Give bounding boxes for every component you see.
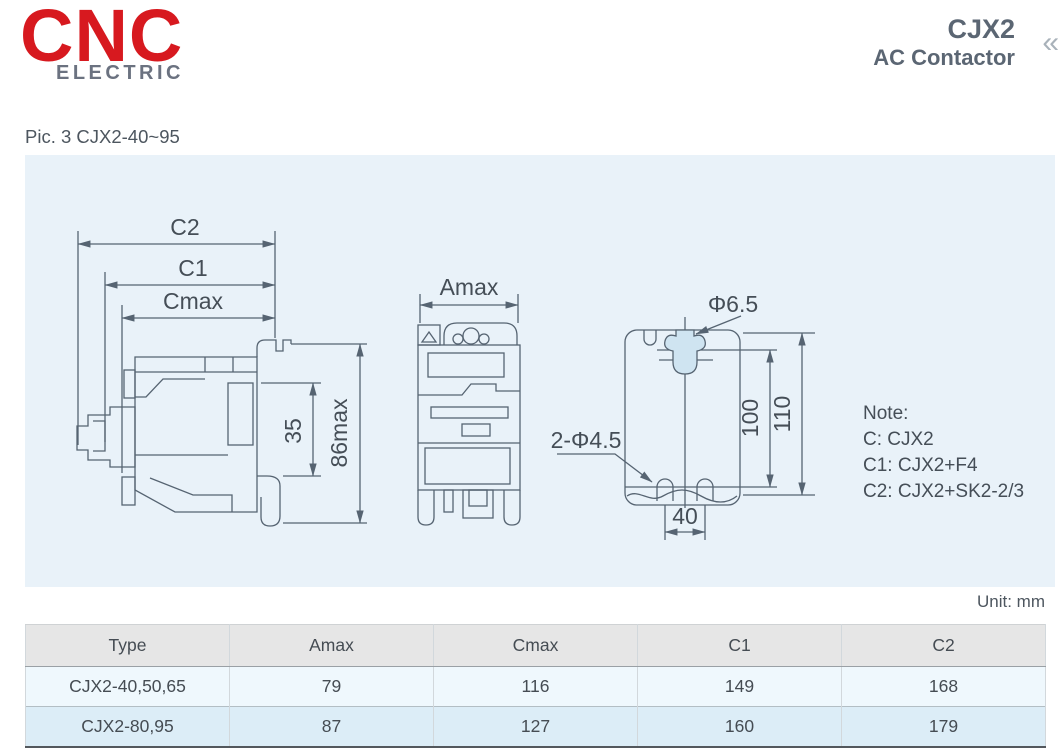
col-header-c2: C2: [841, 624, 1046, 667]
table-row: CJX2-40,50,65 79 116 149 168: [25, 666, 1046, 707]
dimensions-table: Type Amax Cmax C1 C2 CJX2-40,50,65 79 11…: [25, 624, 1046, 748]
col-header-c1: C1: [637, 624, 842, 667]
label-35: 35: [280, 418, 306, 444]
label-86max: 86max: [326, 398, 352, 468]
label-100: 100: [737, 399, 763, 437]
label-110: 110: [769, 396, 795, 433]
logo-subtext: ELECTRIC: [56, 62, 184, 84]
din-clip-bottom: [257, 475, 281, 527]
dimension-drawing-panel: C2 C1 Cmax 35 86max Amax Φ6.5 2-Φ4.5 100…: [25, 155, 1055, 587]
product-code: CJX2: [947, 14, 1015, 44]
col-header-amax: Amax: [229, 624, 434, 667]
side-body-outline: [134, 356, 258, 513]
unit-label: Unit: mm: [977, 592, 1045, 611]
cell-c1: 160: [637, 706, 842, 747]
front-view-drawing: [417, 294, 521, 526]
table-row: CJX2-80,95 87 127 160 179: [25, 706, 1046, 747]
label-holes-bottom: 2-Φ4.5: [551, 427, 622, 453]
label-40: 40: [672, 503, 698, 529]
leader-hole-top: [695, 315, 742, 335]
cell-amax: 87: [229, 706, 434, 747]
back-chevrons-icon[interactable]: «: [1042, 26, 1059, 59]
label-amax: Amax: [440, 274, 499, 300]
col-header-type: Type: [25, 624, 230, 667]
cell-amax: 79: [229, 666, 434, 707]
side-view-drawing: [76, 231, 367, 527]
logo-text: CNC: [20, 0, 184, 77]
technical-drawing: C2 C1 Cmax 35 86max Amax Φ6.5 2-Φ4.5 100…: [76, 214, 815, 540]
label-hole-top: Φ6.5: [708, 291, 758, 317]
label-c2: C2: [170, 214, 199, 240]
label-c1: C1: [178, 255, 207, 281]
product-name: AC Contactor: [873, 45, 1015, 70]
cell-cmax: 127: [433, 706, 638, 747]
page-title: CJX2 AC Contactor: [873, 14, 1015, 71]
cell-c2: 168: [841, 666, 1046, 707]
din-clip-top: [256, 339, 292, 357]
drawing-note: Note: C: CJX2 C1: CJX2+F4 C2: CJX2+SK2-2…: [863, 401, 1024, 505]
label-cmax: Cmax: [163, 288, 224, 314]
note-line-c2: C2: CJX2+SK2-2/3: [863, 481, 1025, 502]
cnc-logo: CNC ELECTRIC: [20, 0, 184, 84]
col-header-cmax: Cmax: [433, 624, 638, 667]
cell-c1: 149: [637, 666, 842, 707]
cell-type: CJX2-80,95: [25, 706, 230, 747]
keyhole-slot: [664, 329, 706, 375]
cell-type: CJX2-40,50,65: [25, 666, 230, 707]
table-header-row: Type Amax Cmax C1 C2: [25, 624, 1046, 667]
figure-caption: Pic. 3 CJX2-40~95: [25, 126, 180, 147]
note-title: Note:: [863, 403, 909, 424]
leader-holes-bottom: [557, 453, 653, 483]
bottom-slot-left: [656, 478, 674, 501]
cell-c2: 179: [841, 706, 1046, 747]
note-line-c1: C1: CJX2+F4: [863, 455, 978, 476]
note-line-c: C: CJX2: [863, 429, 934, 450]
cell-cmax: 116: [433, 666, 638, 707]
side-accessory-bracket: [76, 406, 136, 468]
bottom-slot-right: [696, 478, 714, 501]
